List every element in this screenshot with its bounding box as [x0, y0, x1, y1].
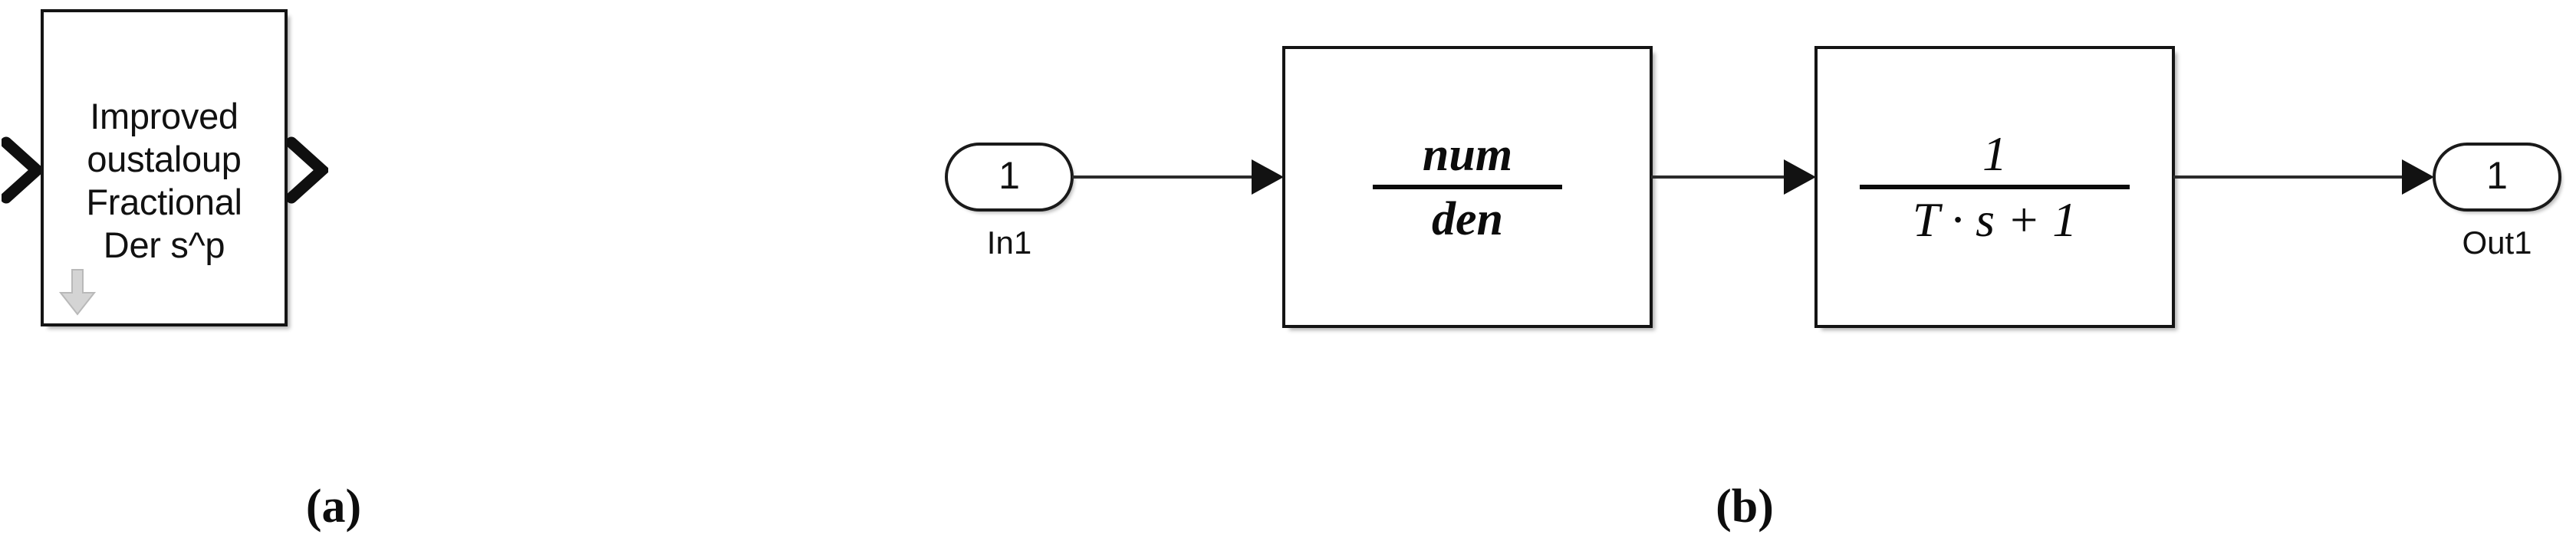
transfer-function-numden-block[interactable]: num den	[1282, 46, 1653, 328]
lag-numerator: 1	[1982, 126, 2007, 181]
improved-oustaloup-block[interactable]: Improved oustaloup Fractional Der s^p	[41, 9, 288, 326]
lag-denominator: T · s + 1	[1912, 192, 2078, 247]
numden-fraction-bar	[1373, 185, 1562, 189]
figure-caption-b: (b)	[1716, 480, 1774, 533]
lag-fraction: 1 T · s + 1	[1818, 128, 2172, 246]
output-port-chevron-icon	[285, 135, 331, 205]
numden-denominator: den	[1432, 193, 1503, 245]
outport-number: 1	[2486, 154, 2508, 197]
improved-oustaloup-block-label: Improved oustaloup Fractional Der s^p	[86, 96, 242, 265]
numden-numerator: num	[1422, 129, 1513, 181]
signal-line-lag-to-out1	[2173, 175, 2408, 179]
inport-number: 1	[998, 154, 1020, 197]
numden-fraction: num den	[1285, 130, 1650, 244]
inport-label-in1: In1	[986, 225, 1032, 261]
signal-arrowhead-numden-input	[1252, 159, 1284, 195]
subsystem-down-arrow-icon[interactable]	[58, 268, 97, 317]
input-port-chevron-icon	[0, 135, 46, 205]
signal-arrowhead-out1-input	[2402, 159, 2434, 195]
figure-caption-a: (a)	[305, 480, 362, 533]
signal-arrowhead-lag-input	[1784, 159, 1816, 195]
outport-block-out1[interactable]: 1	[2433, 143, 2561, 212]
signal-line-in1-to-numden	[1072, 175, 1255, 179]
transfer-function-lag-block[interactable]: 1 T · s + 1	[1814, 46, 2175, 328]
lag-fraction-bar	[1860, 185, 2130, 189]
outport-label-out1: Out1	[2462, 225, 2532, 261]
signal-line-numden-to-lag	[1651, 175, 1789, 179]
inport-block-in1[interactable]: 1	[945, 143, 1074, 212]
